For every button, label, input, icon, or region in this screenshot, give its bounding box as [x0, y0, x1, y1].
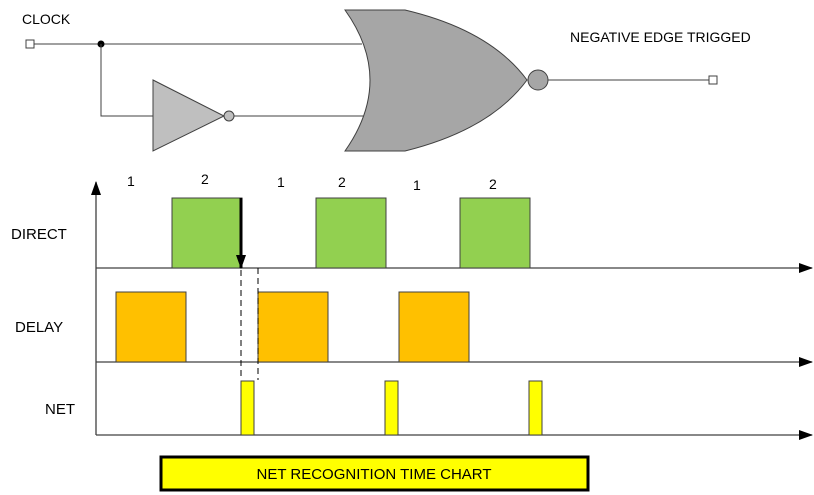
branch-wire [100, 44, 153, 117]
phase-label: 2 [338, 174, 346, 190]
chart-caption: NET RECOGNITION TIME CHART [159, 455, 590, 492]
output-terminal [708, 75, 718, 85]
phase-label: 1 [277, 174, 285, 190]
delay-pulse [398, 291, 470, 363]
phase-label: 2 [201, 171, 209, 187]
caption-box [159, 455, 590, 492]
phase-label: 1 [413, 177, 421, 193]
timing-chart: 1 2 1 2 1 2 DIRECT DELAY NET [11, 171, 813, 440]
nor-gate [344, 9, 528, 152]
circuit: CLOCK NEGATIVE EDGE TRIGGED [22, 9, 751, 152]
phase-label: 1 [127, 173, 135, 189]
delay-pulse [115, 291, 187, 363]
net-row-label: NET [45, 401, 75, 418]
output-label: NEGATIVE EDGE TRIGGED [570, 29, 751, 45]
net-pulse [240, 380, 255, 436]
direct-pulse [171, 197, 243, 269]
delay-pulse [257, 291, 329, 363]
phase-label: 2 [489, 176, 497, 192]
direct-pulse [459, 197, 531, 269]
clock-label: CLOCK [22, 11, 71, 27]
inverter-bubble [223, 110, 235, 122]
caption-text: NET RECOGNITION TIME CHART [256, 466, 491, 483]
clock-input-terminal [25, 39, 35, 49]
net-pulse [384, 380, 399, 436]
delay-row-label: DELAY [15, 319, 63, 336]
direct-pulse [315, 197, 387, 269]
direct-row-label: DIRECT [11, 226, 67, 243]
nor-output-bubble [527, 69, 549, 91]
net-pulse [528, 380, 543, 436]
inverter-gate [152, 79, 226, 152]
